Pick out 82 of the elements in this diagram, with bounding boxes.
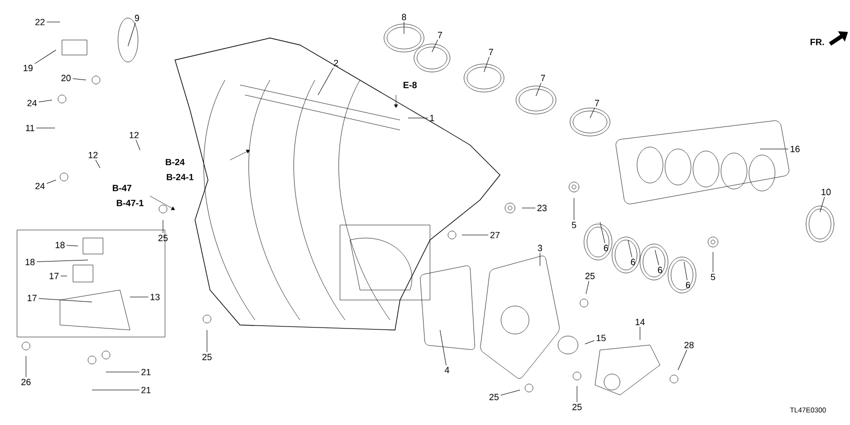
reference-code: B-47-1: [116, 200, 144, 206]
callout-number: 12: [130, 132, 139, 138]
leader-line: [536, 82, 542, 96]
callout-number: 19: [24, 64, 33, 72]
callout-number: 24: [35, 182, 45, 190]
leader-line: [34, 50, 56, 64]
leader-line: [484, 56, 490, 72]
callout-number: 17: [50, 272, 59, 280]
leader-line: [684, 262, 688, 280]
leader-line: [38, 298, 92, 302]
callout-number: 21: [141, 368, 151, 376]
reference-code: B-47: [112, 184, 132, 192]
leader-line: [206, 330, 208, 352]
leader-line: [590, 108, 596, 118]
callout-number: 25: [158, 234, 168, 242]
callout-number: 20: [61, 74, 71, 82]
leader-line: [586, 280, 590, 294]
callout-number: 25: [489, 394, 499, 400]
leader-line: [95, 160, 100, 168]
direction-label: FR.: [810, 38, 824, 46]
callout-number: 16: [790, 146, 800, 152]
leader-line: [462, 234, 489, 236]
callout-number: 3: [538, 244, 542, 252]
leader-line: [584, 340, 595, 344]
leader-line: [576, 386, 578, 402]
callout-number: 1: [430, 114, 434, 122]
leader-line: [500, 390, 520, 396]
callout-number: 11: [26, 124, 34, 132]
callout-number: 27: [490, 232, 500, 238]
leader-line: [128, 22, 136, 46]
reference-code: B-24: [166, 158, 185, 166]
callout-number: 22: [35, 18, 45, 26]
leader-line: [36, 260, 88, 262]
leader-line: [38, 100, 52, 102]
leader-line: [678, 350, 688, 370]
callout-number: 12: [88, 152, 98, 158]
leader-line: [130, 296, 149, 298]
leader-line: [46, 180, 56, 184]
leader-line: [72, 78, 86, 80]
callout-number: 18: [26, 258, 35, 266]
callout-number: 25: [572, 404, 582, 410]
callout-number: 5: [710, 274, 716, 280]
callout-number: 7: [540, 74, 546, 82]
leader-line: [66, 245, 78, 246]
callout-number: 15: [596, 334, 606, 342]
callout-number: 9: [134, 14, 140, 22]
callout-number: 14: [636, 318, 645, 326]
callout-number: 7: [594, 100, 600, 106]
callout-number: 8: [402, 14, 406, 20]
callout-number: 18: [56, 242, 65, 248]
callout-number: 2: [334, 60, 338, 66]
callout-number: 25: [585, 272, 595, 280]
leader-line: [820, 196, 825, 212]
leader-line: [628, 240, 632, 258]
callout-number: 6: [604, 244, 608, 252]
callout-number: 17: [28, 294, 37, 302]
callout-number: 26: [21, 378, 31, 386]
leader-line: [432, 40, 438, 52]
reference-code: B-24-1: [166, 174, 194, 180]
leader-line: [440, 330, 446, 366]
callout-number: 7: [488, 48, 494, 56]
callout-number: 13: [150, 294, 160, 300]
callout-number: 6: [658, 266, 662, 274]
callout-number: 23: [537, 204, 547, 212]
leader-line: [654, 250, 660, 266]
leader-line: [136, 140, 140, 150]
leader-line: [760, 148, 789, 150]
callout-number: 28: [684, 342, 694, 348]
leader-line: [318, 68, 334, 96]
callout-number: 4: [444, 366, 450, 374]
leader-line: [600, 222, 606, 244]
callout-number: 7: [438, 32, 442, 38]
callout-number: 6: [630, 258, 636, 266]
callout-number: 24: [27, 100, 37, 106]
callout-number: 25: [202, 354, 212, 360]
callout-number: 6: [686, 282, 690, 288]
leader-line: [712, 252, 714, 272]
reference-code: E-8: [404, 82, 417, 88]
leader-line: [162, 220, 164, 234]
callout-number: 10: [822, 188, 831, 196]
callout-number: 21: [141, 386, 151, 394]
callout-number: 5: [572, 222, 576, 228]
